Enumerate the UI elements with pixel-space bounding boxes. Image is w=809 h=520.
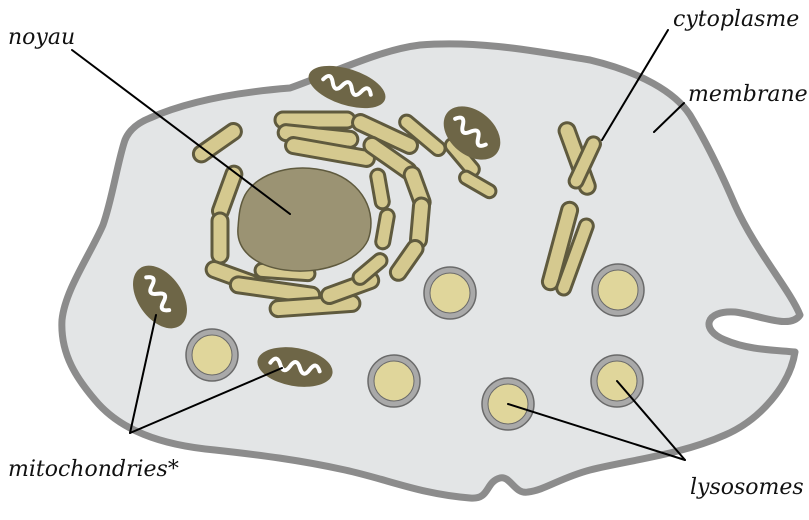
lysosome xyxy=(592,264,644,316)
cell-membrane xyxy=(62,44,800,498)
nucleus xyxy=(238,168,371,271)
lysosome xyxy=(186,329,238,381)
label-membrane: membrane xyxy=(688,82,808,107)
label-noyau: noyau xyxy=(8,25,75,50)
label-lysosomes: lysosomes xyxy=(690,475,804,500)
lysosome xyxy=(368,355,420,407)
label-mitochondries: mitochondries* xyxy=(8,457,179,482)
lysosome xyxy=(424,267,476,319)
label-cytoplasme: cytoplasme xyxy=(673,7,799,32)
